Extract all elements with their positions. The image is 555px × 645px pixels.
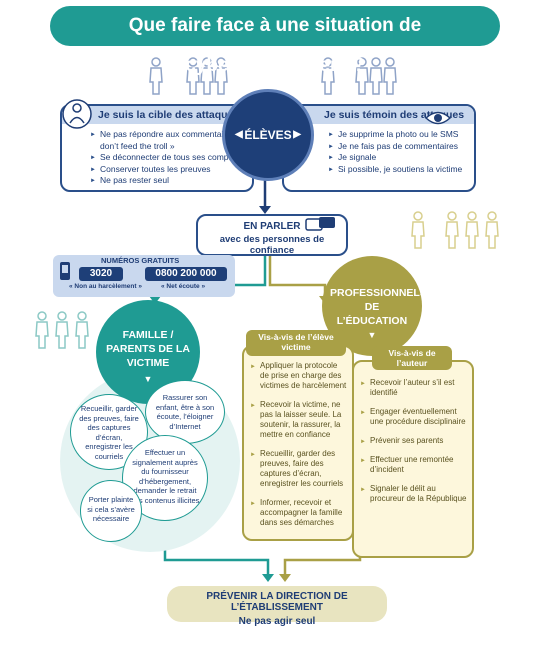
number-3020-label: « Non au harcèlement » <box>69 283 142 290</box>
target-panel-header: Je suis la cible des attaques <box>62 106 252 124</box>
list-item: Je supprime la photo ou le SMS <box>328 129 468 141</box>
sad-person-icon <box>62 99 92 129</box>
list-item: Informer, recevoir et accompagner la fam… <box>250 498 348 528</box>
victim-actions-list: Appliquer la protocole de prise en charg… <box>244 347 352 528</box>
number-3020[interactable]: 3020 <box>79 267 123 281</box>
list-item: Ne pas rester seul <box>90 175 246 187</box>
list-item: Se déconnecter de tous ses comptes <box>90 152 246 164</box>
list-item: Recueillir, garder des preuves, faire de… <box>250 449 348 489</box>
free-numbers-box: NUMÉROS GRATUITS 3020 « Non au harcèleme… <box>53 255 235 297</box>
list-item: Recevoir la victime, ne pas la laisser s… <box>250 400 348 440</box>
list-item: Si possible, je soutiens la victime <box>328 164 468 176</box>
list-item: Recevoir l’auteur s’il est identifié <box>360 378 468 398</box>
notify-direction-box: PRÉVENIR LA DIRECTION DE L’ÉTABLISSEMENT… <box>167 586 387 627</box>
witness-actions-list: Je supprime la photo ou le SMS Je ne fai… <box>284 124 474 175</box>
number-net-ecoute[interactable]: 0800 200 000 <box>145 267 227 281</box>
chevron-down-icon: ▼ <box>367 330 377 340</box>
list-item: Conserver toutes les preuves <box>90 164 246 176</box>
family-bubble-reassure: Rassurer son enfant, être à son écoute, … <box>145 380 225 444</box>
author-tab: Vis-à-vis de l’auteur <box>372 346 452 370</box>
chevron-right-icon: ▶ <box>293 129 301 140</box>
list-item: Engager éventuellement une procédure dis… <box>360 407 468 427</box>
list-item: Ne pas répondre aux commentaires « don’t… <box>90 129 246 152</box>
number-net-ecoute-label: « Net écoute » <box>161 283 206 290</box>
author-actions-list: Recevoir l’auteur s’il est identifié Eng… <box>354 362 472 504</box>
page-title: Que faire face à une situation de cyberh… <box>50 6 500 76</box>
target-actions-list: Ne pas répondre aux commentaires « don’t… <box>62 124 252 187</box>
chevron-left-icon: ◀ <box>235 129 243 140</box>
victim-actions-box: Appliquer la protocole de prise en charg… <box>242 345 354 541</box>
phone-icon <box>60 262 70 280</box>
list-item: Signaler le délit au procureur de la Rép… <box>360 484 468 504</box>
list-item: Effectuer une remontée d’incident <box>360 455 468 475</box>
eye-icon <box>425 111 451 125</box>
list-item: Je ne fais pas de commentaires <box>328 141 468 153</box>
chevron-down-icon: ▼ <box>143 374 153 384</box>
chat-icon <box>305 217 335 231</box>
list-item: Je signale <box>328 152 468 164</box>
family-bubble-complaint: Porter plainte si cela s’avère nécessair… <box>80 480 142 542</box>
list-item: Appliquer la protocole de prise en charg… <box>250 361 348 391</box>
list-item: Prévenir ses parents <box>360 436 468 447</box>
eleves-circle: ◀ ÉLÈVES ▶ <box>222 89 314 181</box>
victim-tab: Vis-à-vis de l’élève victime <box>246 330 346 356</box>
author-actions-box: Recevoir l’auteur s’il est identifié Eng… <box>352 360 474 558</box>
